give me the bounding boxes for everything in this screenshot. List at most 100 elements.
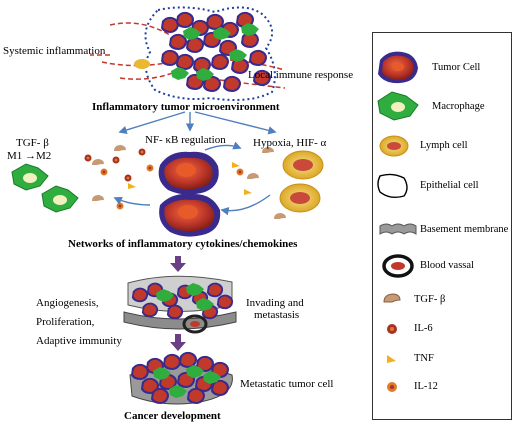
il-12-marker bbox=[116, 202, 124, 210]
arrow-cycle-left bbox=[113, 197, 151, 206]
legend-label-tgf-beta: TGF- β bbox=[414, 294, 446, 305]
macrophage bbox=[203, 371, 221, 384]
il-6-marker bbox=[124, 174, 132, 182]
arrow-down-1 bbox=[170, 256, 186, 272]
tumor-cell bbox=[196, 355, 214, 372]
tgf-beta-marker bbox=[114, 145, 126, 151]
basement-membrane-icon bbox=[379, 223, 417, 235]
tumor-cell bbox=[206, 282, 224, 298]
macrophage bbox=[153, 367, 171, 380]
il-12-marker bbox=[146, 164, 154, 172]
lymph-cells-hypoxia bbox=[279, 150, 324, 213]
tumor-cell bbox=[161, 16, 179, 33]
tgf-beta-marker bbox=[247, 173, 259, 179]
blood-vessel-icon bbox=[382, 254, 414, 278]
legend-box bbox=[372, 32, 512, 420]
tumor-cell bbox=[141, 302, 159, 318]
legend-label-tnf: TNF bbox=[414, 353, 434, 364]
label-local-immune-response: Local immune response bbox=[248, 69, 354, 81]
tumor-cell bbox=[211, 53, 229, 70]
vessel-dashed-left bbox=[101, 22, 181, 80]
arrow-to-hypoxia bbox=[194, 111, 277, 135]
tumor-cell bbox=[176, 53, 194, 70]
tnf-icon bbox=[387, 355, 396, 363]
lymph-cell bbox=[134, 59, 150, 69]
arrow-cycle-right bbox=[220, 194, 271, 216]
legend-label-tumor-cell: Tumor Cell bbox=[432, 62, 481, 73]
il-6-marker bbox=[84, 154, 92, 162]
il-6-marker bbox=[138, 148, 146, 156]
tumor-cell bbox=[203, 75, 221, 92]
label-adaptive-immunity: Adaptive immunity bbox=[36, 335, 122, 347]
legend-label-basement-membrane: Basement membrane bbox=[420, 224, 509, 235]
tumor-cell bbox=[151, 387, 169, 404]
arrow-down-2 bbox=[170, 334, 186, 351]
label-metastasis: metastasis bbox=[254, 309, 300, 321]
macrophage-group bbox=[11, 163, 79, 213]
macrophage bbox=[229, 49, 247, 62]
label-proliferation: Proliferation, bbox=[36, 316, 95, 328]
tumor-cell bbox=[187, 387, 205, 404]
label-microenvironment: Inflammatory tumor microenvironment bbox=[92, 101, 280, 113]
epithelial-cell-icon bbox=[377, 173, 408, 199]
label-tgf-beta: TGF- β bbox=[16, 137, 49, 149]
macrophage bbox=[171, 67, 189, 80]
label-nfkb: NF- κB regulation bbox=[145, 134, 226, 146]
invading-tissue bbox=[123, 275, 237, 334]
lymph-cell-icon bbox=[379, 135, 409, 157]
tumor-cell bbox=[241, 31, 259, 48]
label-systemic-inflammation: Systemic inflammation bbox=[3, 45, 106, 57]
tnf-marker bbox=[232, 162, 240, 168]
tumor-cell bbox=[161, 49, 179, 66]
legend-label-lymph-cell: Lymph cell bbox=[420, 140, 468, 151]
arrow-cycle-top bbox=[204, 141, 242, 151]
tumor-cell bbox=[211, 379, 229, 396]
macrophage bbox=[186, 283, 204, 296]
legend-label-il-12: IL-12 bbox=[414, 381, 438, 392]
arrow-to-tgf bbox=[118, 111, 186, 135]
il-6-icon bbox=[387, 324, 397, 334]
il-6-marker bbox=[112, 156, 120, 164]
legend-icons bbox=[377, 51, 419, 392]
metastatic-cluster bbox=[129, 351, 233, 405]
macrophage bbox=[169, 385, 187, 398]
macrophage bbox=[213, 27, 231, 40]
macrophage bbox=[156, 289, 174, 302]
macrophage bbox=[241, 23, 259, 36]
blood-vessel-ring bbox=[182, 314, 208, 334]
tumor-cell bbox=[131, 363, 149, 380]
tumor-cell bbox=[231, 57, 249, 74]
tnf-marker bbox=[244, 189, 252, 195]
tumor-cell bbox=[186, 36, 204, 53]
tgf-beta-marker bbox=[92, 159, 104, 165]
label-networks: Networks of inflammatory cytokines/chemo… bbox=[68, 238, 298, 250]
tumor-cell bbox=[223, 75, 241, 92]
macrophage bbox=[196, 298, 214, 311]
tgf-beta-marker bbox=[262, 147, 274, 153]
label-angiogenesis: Angiogenesis, bbox=[36, 297, 99, 309]
tumor-cell bbox=[179, 351, 197, 368]
legend-label-blood-vessel: Blood vassal bbox=[420, 260, 474, 271]
il-12-marker bbox=[100, 168, 108, 176]
label-metastatic-tumor-cell: Metastatic tumor cell bbox=[240, 378, 334, 390]
tumor-microenvironment-cluster bbox=[90, 6, 286, 101]
legend-label-il-6: IL-6 bbox=[414, 323, 433, 334]
tumor-cell bbox=[131, 287, 149, 303]
tumor-cell bbox=[216, 294, 234, 310]
tumor-cell bbox=[206, 13, 224, 30]
macrophage bbox=[186, 365, 204, 378]
il-12-marker bbox=[236, 168, 244, 176]
tumor-cell bbox=[166, 304, 184, 320]
central-tumor-cells bbox=[158, 151, 221, 237]
macrophage-icon bbox=[377, 91, 419, 121]
legend-label-epithelial-cell: Epithelial cell bbox=[420, 180, 479, 191]
tumor-cell bbox=[253, 69, 271, 86]
macrophage bbox=[196, 68, 214, 81]
microenvironment-dotted-outline bbox=[144, 6, 276, 101]
tumor-cell-icon bbox=[378, 51, 418, 84]
tgf-beta-marker bbox=[92, 195, 104, 201]
tumor-cell bbox=[169, 33, 187, 50]
tumor-cell bbox=[249, 49, 267, 66]
tnf-marker bbox=[128, 183, 136, 189]
label-cancer-development: Cancer development bbox=[124, 410, 221, 422]
